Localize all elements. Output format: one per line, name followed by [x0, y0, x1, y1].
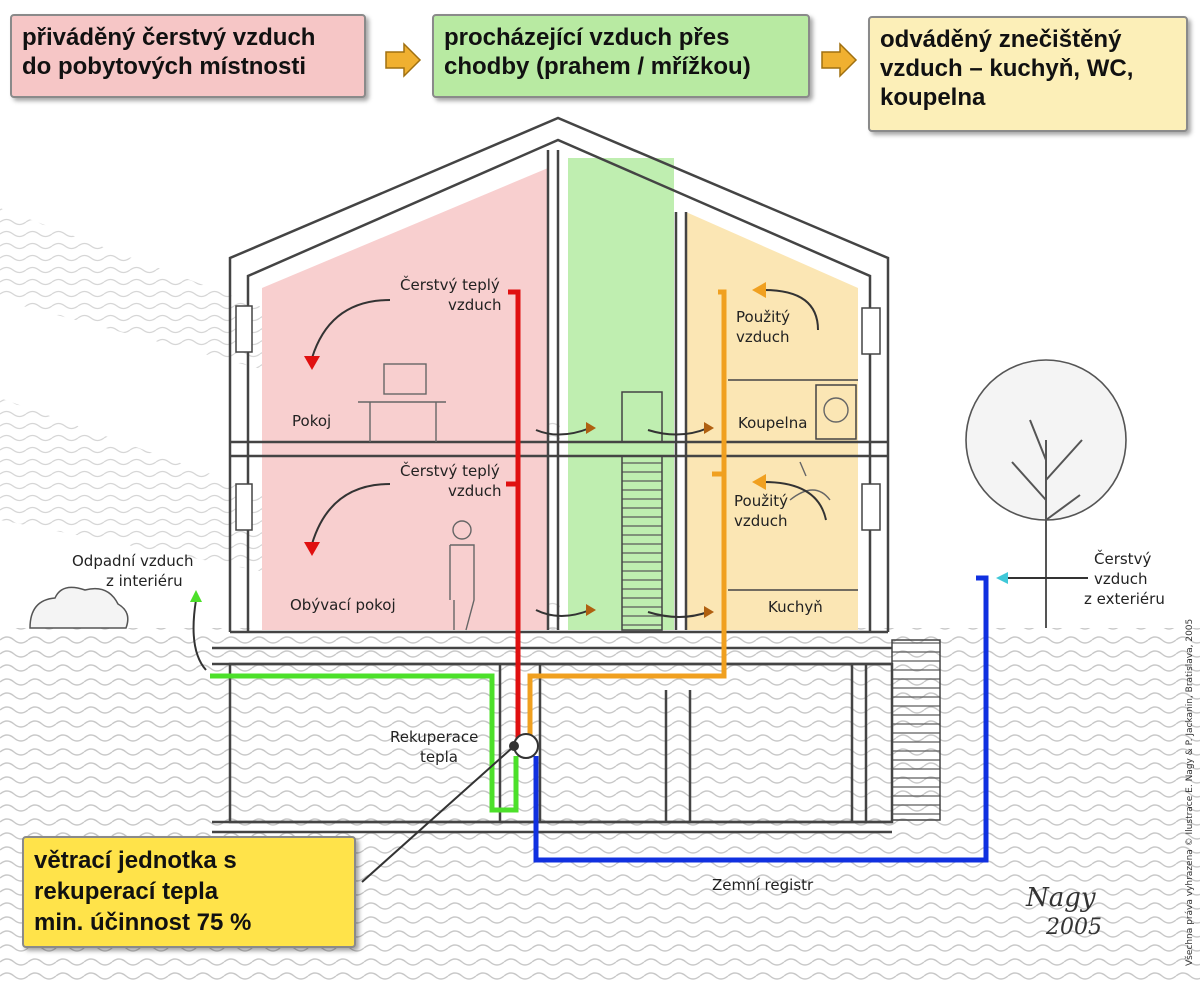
supply-duct [508, 289, 521, 740]
exterior-stairs [891, 639, 941, 821]
airflow-arrowheads [190, 282, 1008, 618]
waste-air-label-1: Odpadní vzduch [72, 552, 194, 570]
header-arrow-2 [821, 42, 858, 78]
bush [29, 586, 129, 629]
door-frame [621, 391, 663, 443]
fresh-warm-air-lower-label-2: vzduch [448, 482, 502, 500]
exhaust-duct [527, 289, 727, 740]
room-label: Pokoj [292, 412, 331, 430]
ventilation-unit-callout: větrací jednotka s rekuperací tepla min.… [22, 836, 356, 948]
fresh-warm-air-lower-label-1: Čerstvý teplý [400, 461, 500, 480]
windows [235, 305, 881, 531]
signature-year: 2005 [1045, 915, 1102, 940]
recuperation-label-1: Rekuperace [390, 728, 478, 746]
header-box-exhaust-air: odváděný znečištěný vzduch – kuchyň, WC,… [868, 16, 1188, 132]
tree [965, 359, 1127, 628]
fresh-exterior-label-1: Čerstvý [1094, 549, 1151, 568]
exhaust-zone [686, 212, 858, 630]
callout-pointer-dot [509, 741, 519, 751]
recuperation-label-2: tepla [420, 748, 458, 766]
used-air-lower-label-1: Použitý [734, 492, 788, 510]
airflow-arrows [192, 289, 1088, 671]
fresh-air-zone [262, 168, 548, 630]
used-air-lower-label-2: vzduch [734, 512, 788, 530]
used-air-upper-label-2: vzduch [736, 328, 790, 346]
living-room-label: Obývací pokoj [290, 596, 396, 614]
fresh-exterior-label-2: vzduch [1094, 570, 1148, 588]
fresh-exterior-label-3: z exteriéru [1084, 590, 1165, 608]
fresh-warm-air-upper-label-1: Čerstvý teplý [400, 275, 500, 294]
staircase [621, 455, 663, 631]
signature-name: Nagy [1025, 883, 1096, 913]
intake-duct [533, 575, 989, 863]
header-box-fresh-air: přiváděný čerstvý vzduch do pobytových m… [10, 14, 366, 98]
waste-air-duct [210, 673, 519, 813]
header-arrow-1 [385, 42, 422, 78]
header-box-corridor-air: procházející vzduch přes chodby (prahem … [432, 14, 810, 98]
kitchen-label: Kuchyň [768, 598, 823, 616]
used-air-upper-label-1: Použitý [736, 308, 790, 326]
waste-air-label-2: z interiéru [106, 572, 183, 590]
fresh-warm-air-upper-label-2: vzduch [448, 296, 502, 314]
credits-text: Všechna práva vyhrazena © Ilustrace E. N… [1184, 619, 1195, 966]
ground-register-label: Zemní registr [712, 876, 814, 894]
bathroom-label: Koupelna [738, 414, 807, 432]
furniture [358, 363, 849, 631]
callout-pointer [361, 747, 513, 883]
